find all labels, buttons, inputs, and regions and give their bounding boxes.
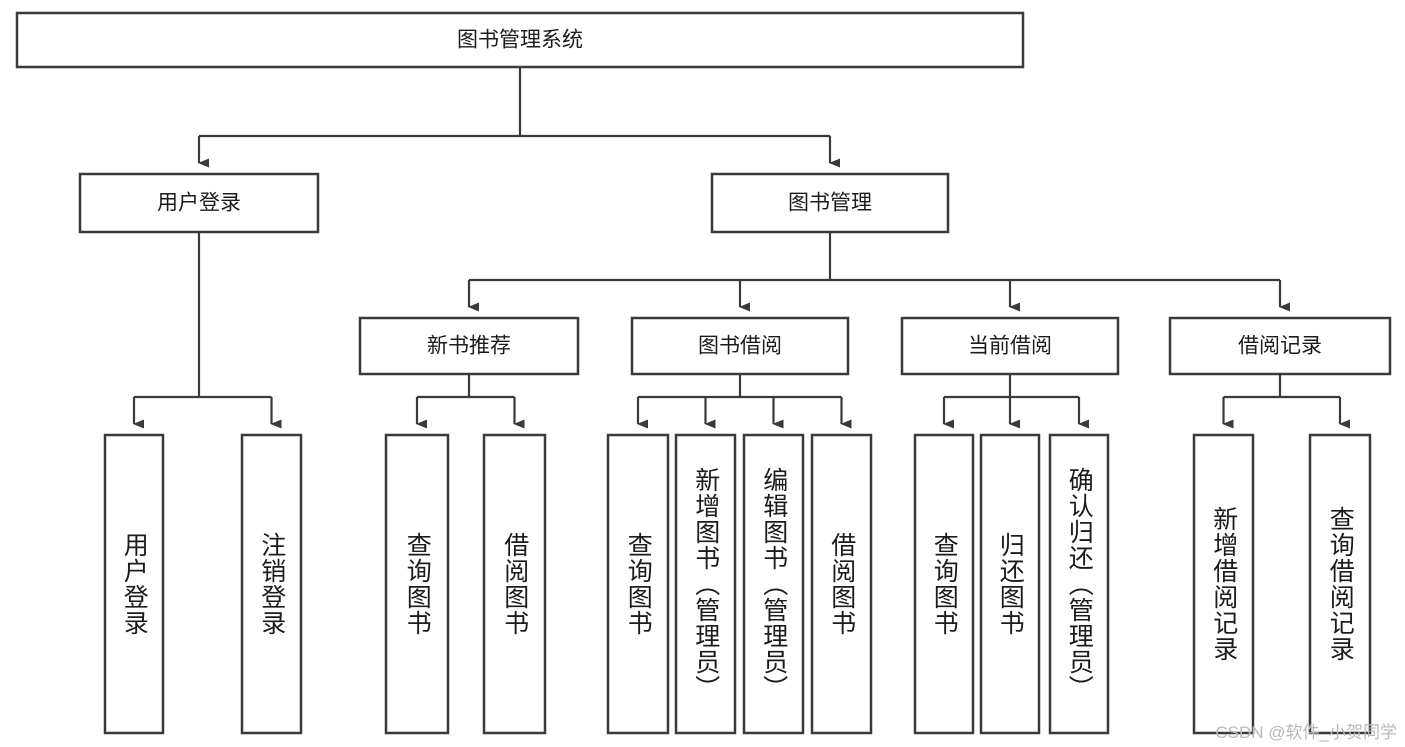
connector-lines	[132, 67, 1350, 429]
node-label-borrow-record: 借阅记录	[1238, 335, 1322, 358]
node-box-borrow-record[interactable]	[1168, 316, 1392, 376]
node-box-user-login[interactable]	[78, 172, 320, 234]
node-label-root: 图书管理系统	[457, 29, 583, 52]
node-label-leaf-borrow-book-rec: 借阅图书	[500, 532, 529, 636]
node-label-leaf-confirm-return: 确认归还（管理员）	[1065, 467, 1094, 701]
node-label-leaf-add-book: 新增图书（管理员）	[691, 467, 720, 701]
node-label-leaf-borrow-book: 借阅图书	[827, 532, 856, 636]
node-label-current-borrow: 当前借阅	[968, 335, 1052, 358]
node-box-leaf-user-login[interactable]	[103, 433, 165, 735]
node-label-leaf-query-book-borrow: 查询图书	[624, 532, 653, 636]
node-label-leaf-query-book-cur: 查询图书	[930, 532, 959, 636]
node-label-leaf-user-login: 用户登录	[120, 532, 149, 636]
node-box-leaf-logout[interactable]	[240, 433, 303, 735]
node-box-leaf-add-record[interactable]	[1192, 433, 1255, 735]
node-box-leaf-query-record[interactable]	[1308, 433, 1372, 735]
node-box-leaf-confirm-return[interactable]	[1048, 433, 1110, 735]
node-box-leaf-add-book[interactable]	[674, 433, 737, 735]
node-box-root[interactable]	[15, 11, 1025, 69]
node-box-new-book-rec[interactable]	[358, 316, 580, 376]
node-label-leaf-query-book-rec: 查询图书	[403, 532, 432, 636]
node-box-book-manage[interactable]	[710, 172, 950, 234]
node-label-user-login: 用户登录	[157, 192, 241, 215]
node-box-leaf-query-book-cur[interactable]	[913, 433, 975, 735]
node-box-leaf-borrow-book[interactable]	[810, 433, 873, 735]
node-box-leaf-query-book-borrow[interactable]	[606, 433, 670, 735]
node-label-leaf-add-record: 新增借阅记录	[1209, 506, 1238, 662]
node-boxes	[15, 11, 1392, 735]
node-box-leaf-return-book[interactable]	[979, 433, 1041, 735]
node-box-current-borrow[interactable]	[900, 316, 1120, 376]
node-label-leaf-edit-book: 编辑图书（管理员）	[759, 467, 788, 701]
node-label-leaf-logout: 注销登录	[257, 532, 286, 636]
node-label-leaf-query-record: 查询借阅记录	[1326, 506, 1355, 662]
node-label-leaf-return-book: 归还图书	[996, 532, 1025, 636]
node-box-leaf-edit-book[interactable]	[742, 433, 805, 735]
node-label-book-manage: 图书管理	[788, 192, 872, 215]
node-label-new-book-rec: 新书推荐	[427, 335, 511, 358]
node-box-leaf-query-book-rec[interactable]	[384, 433, 450, 735]
node-label-book-borrow: 图书借阅	[698, 335, 782, 358]
node-box-leaf-borrow-book-rec[interactable]	[482, 433, 547, 735]
node-box-book-borrow[interactable]	[630, 316, 850, 376]
